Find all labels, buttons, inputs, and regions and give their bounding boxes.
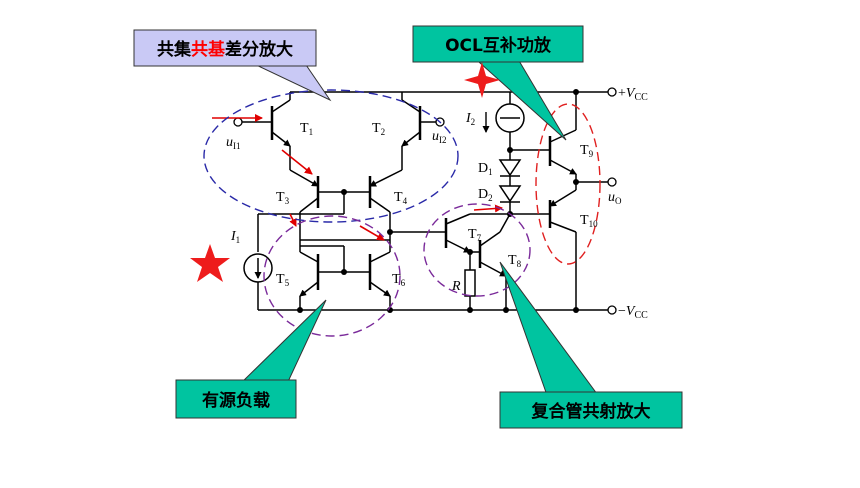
node <box>341 189 347 195</box>
ocl-callout-text: OCL互补功放 <box>445 35 552 56</box>
current-source-i2 <box>495 92 525 150</box>
signal-arrows <box>212 114 503 241</box>
vcc-pos-terminal <box>607 87 617 97</box>
active-load-ellipse <box>263 215 401 337</box>
transistor-t8 <box>470 213 511 310</box>
active-load-callout-pointer <box>236 299 327 387</box>
label-d1: D1 <box>478 161 493 177</box>
transistor-t6 <box>368 251 391 310</box>
ocl-wiring <box>510 92 608 310</box>
compound-ellipse <box>423 203 531 297</box>
diode-d2 <box>498 176 522 214</box>
vcc-neg-terminal <box>607 305 617 315</box>
node <box>297 307 303 313</box>
ocl-ellipse <box>535 103 601 265</box>
label-t10: T10 <box>580 213 598 229</box>
node <box>573 89 579 95</box>
label-i2: I2 <box>465 111 475 127</box>
vcc-pos-label: +VCC <box>618 86 648 103</box>
red-star-icon <box>190 244 230 282</box>
transistor-t10 <box>548 182 577 233</box>
active-load-callout-text: 有源负载 <box>202 390 270 411</box>
node <box>467 307 473 313</box>
label-t6: T6 <box>392 272 406 288</box>
label-d2: D2 <box>478 187 493 203</box>
label-r: R <box>451 279 461 294</box>
compound-callout-pointer <box>499 261 601 399</box>
diff-amp-callout <box>133 29 317 67</box>
transistor-t7 <box>442 213 510 253</box>
node <box>341 269 347 275</box>
active-load-callout <box>175 379 297 419</box>
diff-amp-callout-text: 共集共基差分放大 <box>157 39 293 60</box>
label-uo: uO <box>608 190 622 206</box>
transistor-t5 <box>299 251 320 310</box>
diff-amp-ellipse <box>203 89 459 223</box>
diode-d1 <box>498 150 522 177</box>
label-t2: T2 <box>372 121 385 137</box>
node <box>573 307 579 313</box>
label-t4: T4 <box>394 190 408 206</box>
label-i1: I1 <box>230 229 240 245</box>
current-source-i1 <box>243 253 273 310</box>
t5-t6-base-link <box>300 245 370 273</box>
label-t5: T5 <box>276 272 290 288</box>
red-four-point-star-icon <box>464 62 500 98</box>
compound-callout-text: 复合管共射放大 <box>531 401 651 422</box>
transistor-t2 <box>401 92 436 170</box>
label-u12: uI2 <box>432 129 447 145</box>
label-t8: T8 <box>508 253 522 269</box>
transistor-t3 <box>289 169 320 240</box>
label-t1: T1 <box>300 121 313 137</box>
label-u11: uI1 <box>226 135 241 151</box>
ocl-callout-pointer <box>468 53 567 141</box>
label-t7: T7 <box>468 227 482 243</box>
uo-terminal <box>607 177 617 187</box>
compound-callout <box>499 391 683 429</box>
transistor-t4 <box>368 169 403 240</box>
vcc-neg-label: −VCC <box>618 304 648 321</box>
transistor-t1 <box>242 92 291 170</box>
label-t3: T3 <box>276 190 290 206</box>
label-t9: T9 <box>580 143 594 159</box>
ocl-callout <box>412 25 584 63</box>
u11-terminal <box>233 117 243 127</box>
node <box>503 307 509 313</box>
resistor-r <box>464 252 476 310</box>
